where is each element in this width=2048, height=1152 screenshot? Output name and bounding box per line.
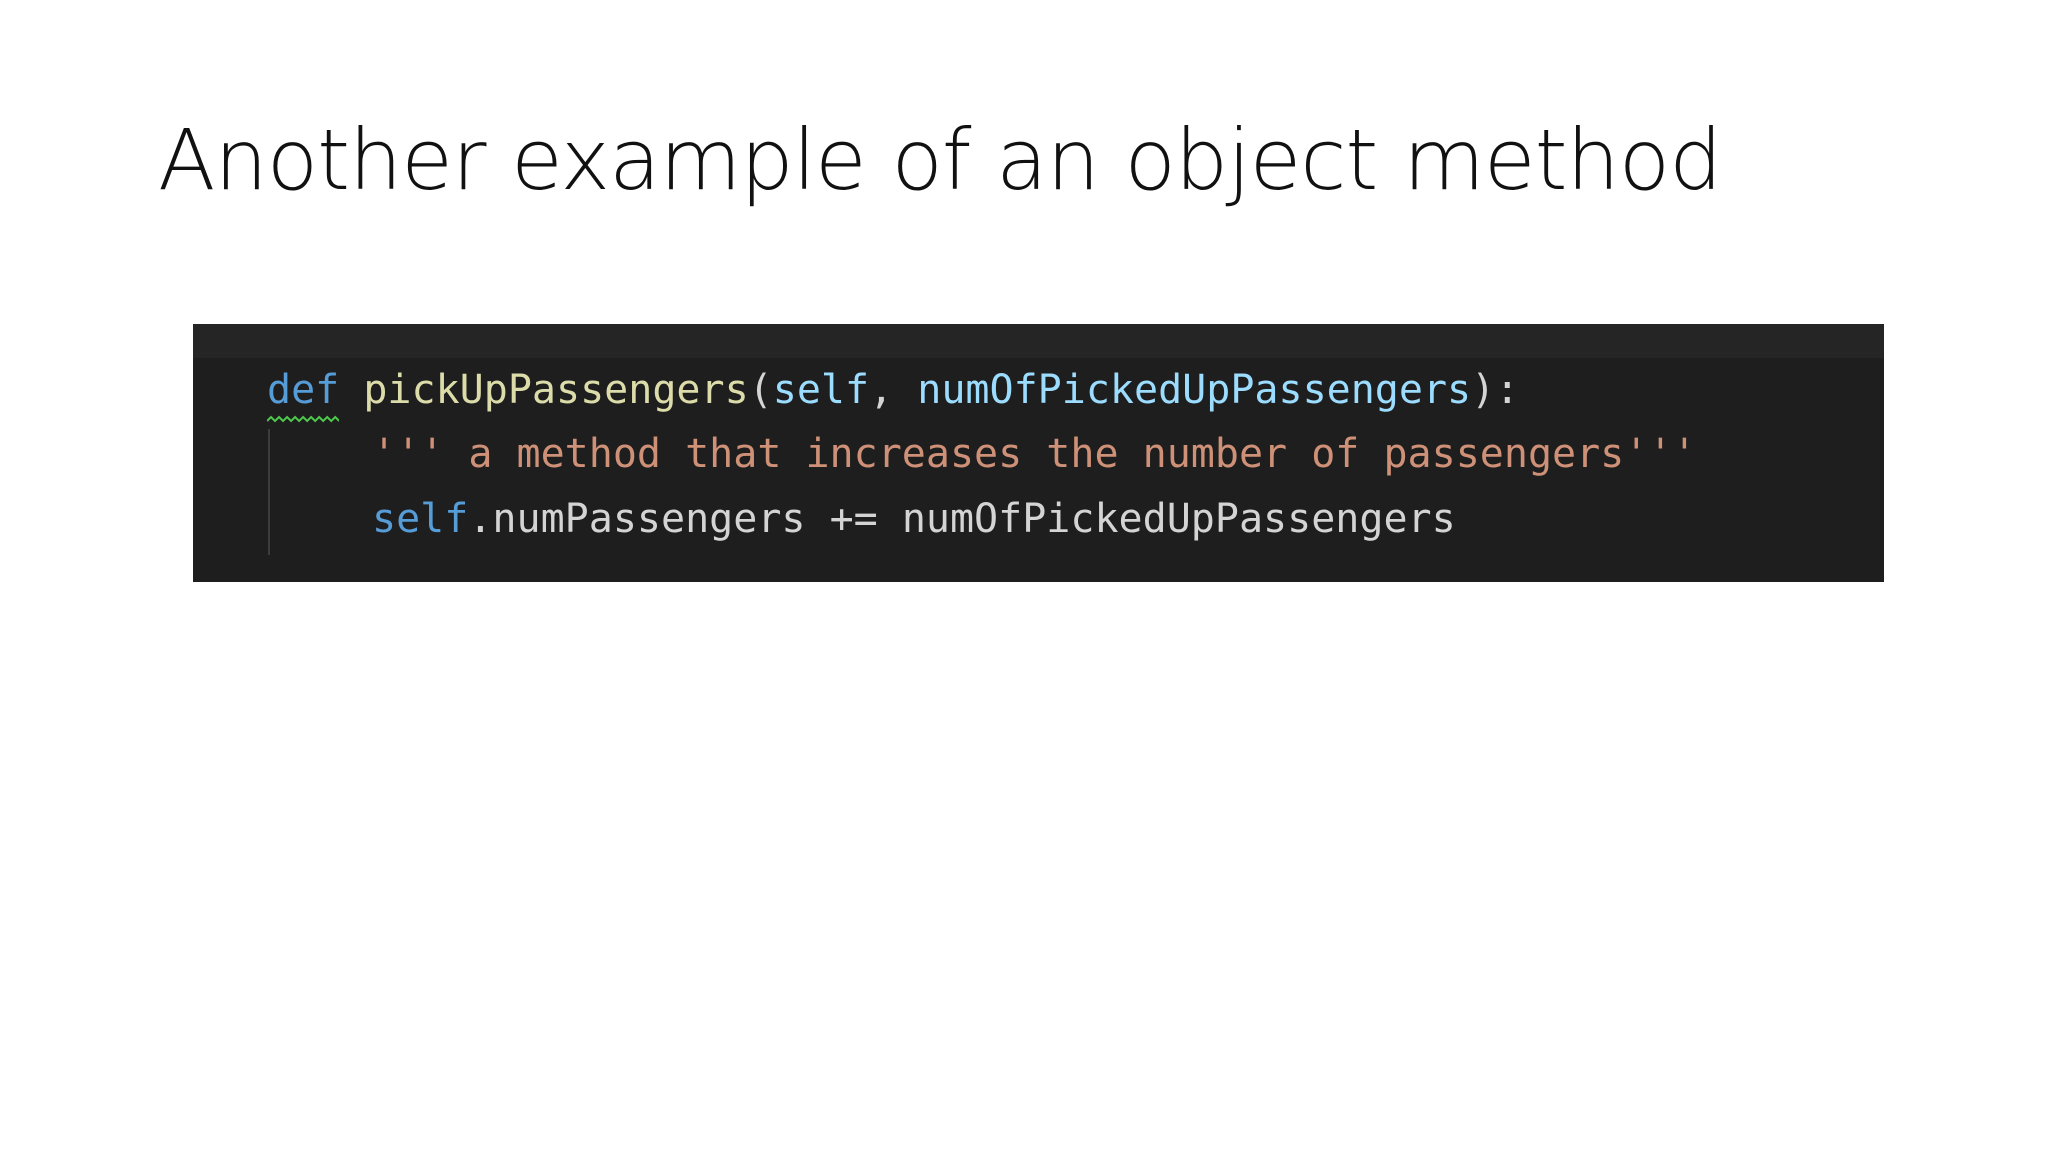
param-comma: ,: [869, 367, 918, 413]
param-self: self: [772, 367, 870, 413]
slide-title: Another example of an object method: [158, 111, 1722, 209]
augmented-assign-operator: +=: [805, 496, 902, 542]
attribute-num-passengers: .numPassengers: [468, 496, 806, 542]
lint-warning-squiggle: [267, 415, 340, 423]
code-block: def pickUpPassengers(self, numOfPickedUp…: [193, 324, 1884, 582]
code-line-docstring: ''' a method that increases the number o…: [372, 434, 1697, 474]
code-line-def: def pickUpPassengers(self, numOfPickedUp…: [267, 367, 1520, 423]
open-paren: (: [748, 367, 773, 413]
keyword-def: def: [267, 367, 340, 423]
docstring: ''' a method that increases the number o…: [372, 431, 1697, 477]
param-num-picked-up: numOfPickedUpPassengers: [917, 367, 1472, 413]
keyword-def-text: def: [267, 367, 340, 413]
function-name: pickUpPassengers: [363, 367, 749, 413]
self-reference: self: [372, 496, 469, 542]
assigned-value: numOfPickedUpPassengers: [901, 496, 1456, 542]
code-block-header-band: [193, 324, 1884, 358]
code-line-assignment: self.numPassengers += numOfPickedUpPasse…: [372, 499, 1456, 539]
indent-guide: [268, 429, 270, 555]
close-paren-colon: ):: [1471, 367, 1520, 413]
